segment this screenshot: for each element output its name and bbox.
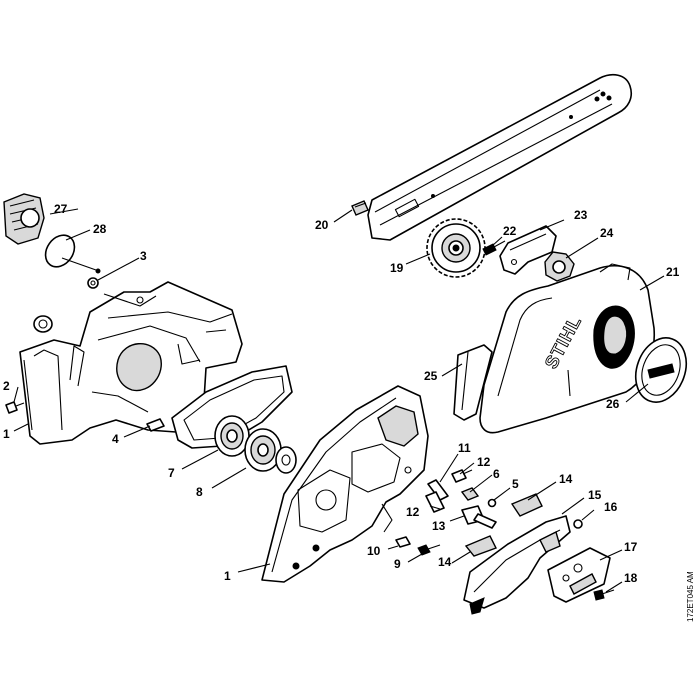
chain-sprocket[interactable] xyxy=(426,218,486,278)
o-ring[interactable] xyxy=(40,230,101,274)
callout-13[interactable]: 13 xyxy=(432,519,446,533)
screw-12-upper[interactable] xyxy=(451,469,473,483)
callout-9[interactable]: 9 xyxy=(394,557,401,571)
nut-20[interactable] xyxy=(351,200,369,216)
callout-8[interactable]: 8 xyxy=(196,485,203,499)
chain-catcher-lower[interactable] xyxy=(464,535,497,557)
cover-plate[interactable] xyxy=(547,547,611,603)
screw-22[interactable] xyxy=(482,240,506,256)
callout-12-upper[interactable]: 12 xyxy=(477,455,491,469)
bearing-8[interactable] xyxy=(244,428,282,472)
sprocket-cover[interactable]: STIHL xyxy=(479,263,656,434)
callout-labels: 27 28 3 2 1 4 7 8 1 10 9 11 12 6 5 12 13… xyxy=(3,202,680,585)
callout-7[interactable]: 7 xyxy=(168,466,175,480)
crankcase-left[interactable] xyxy=(19,281,243,445)
chain-catcher-upper[interactable] xyxy=(510,493,543,517)
grommet-3[interactable] xyxy=(87,277,99,289)
callout-21[interactable]: 21 xyxy=(666,265,680,279)
adjusting-screw[interactable] xyxy=(461,505,497,529)
screw-18[interactable] xyxy=(593,589,615,601)
callout-1-left[interactable]: 1 xyxy=(3,427,10,441)
guide-plate[interactable] xyxy=(463,515,571,615)
callout-25[interactable]: 25 xyxy=(424,369,438,383)
screw-16[interactable] xyxy=(573,519,583,529)
oil-seal[interactable] xyxy=(275,446,297,474)
nut-6[interactable] xyxy=(460,487,480,501)
callout-11[interactable]: 11 xyxy=(458,441,471,455)
washer-left[interactable] xyxy=(33,315,53,333)
callout-4[interactable]: 4 xyxy=(112,432,119,446)
callout-22[interactable]: 22 xyxy=(503,224,517,238)
bumper-spike[interactable] xyxy=(453,344,493,421)
screw-9[interactable] xyxy=(417,544,441,556)
guide-bar[interactable] xyxy=(367,73,633,241)
screw-2[interactable] xyxy=(5,401,25,414)
pin-10[interactable] xyxy=(395,536,411,548)
callout-15[interactable]: 15 xyxy=(588,488,602,502)
callout-3[interactable]: 3 xyxy=(140,249,147,263)
callout-1-right[interactable]: 1 xyxy=(224,569,231,583)
callout-28[interactable]: 28 xyxy=(93,222,107,236)
callout-27[interactable]: 27 xyxy=(54,202,68,216)
callout-14-lower[interactable]: 14 xyxy=(438,555,452,569)
plug-5[interactable] xyxy=(487,498,497,508)
ball-bearing[interactable] xyxy=(214,415,250,457)
callout-6[interactable]: 6 xyxy=(493,467,500,481)
drawing-code: 172ET045 AM xyxy=(686,571,695,622)
crankcase-right[interactable] xyxy=(261,385,429,583)
cover-disc[interactable] xyxy=(627,331,695,409)
leader-lines xyxy=(13,208,665,593)
callout-17[interactable]: 17 xyxy=(624,540,638,554)
callout-5[interactable]: 5 xyxy=(512,477,519,491)
callout-19[interactable]: 19 xyxy=(390,261,404,275)
callout-12-lower[interactable]: 12 xyxy=(406,505,420,519)
oil-pump[interactable] xyxy=(3,193,45,245)
callout-18[interactable]: 18 xyxy=(624,571,638,585)
callout-23[interactable]: 23 xyxy=(574,208,588,222)
callout-16[interactable]: 16 xyxy=(604,500,618,514)
callout-10[interactable]: 10 xyxy=(367,544,381,558)
callout-26[interactable]: 26 xyxy=(606,397,620,411)
callout-2[interactable]: 2 xyxy=(3,379,10,393)
tensioning-knob[interactable] xyxy=(544,251,575,282)
callout-24[interactable]: 24 xyxy=(600,226,614,240)
callout-20[interactable]: 20 xyxy=(315,218,329,232)
callout-14-upper[interactable]: 14 xyxy=(559,472,573,486)
tensioner-plate[interactable] xyxy=(499,225,557,275)
pin-4[interactable] xyxy=(146,418,165,432)
gasket[interactable] xyxy=(171,365,293,449)
